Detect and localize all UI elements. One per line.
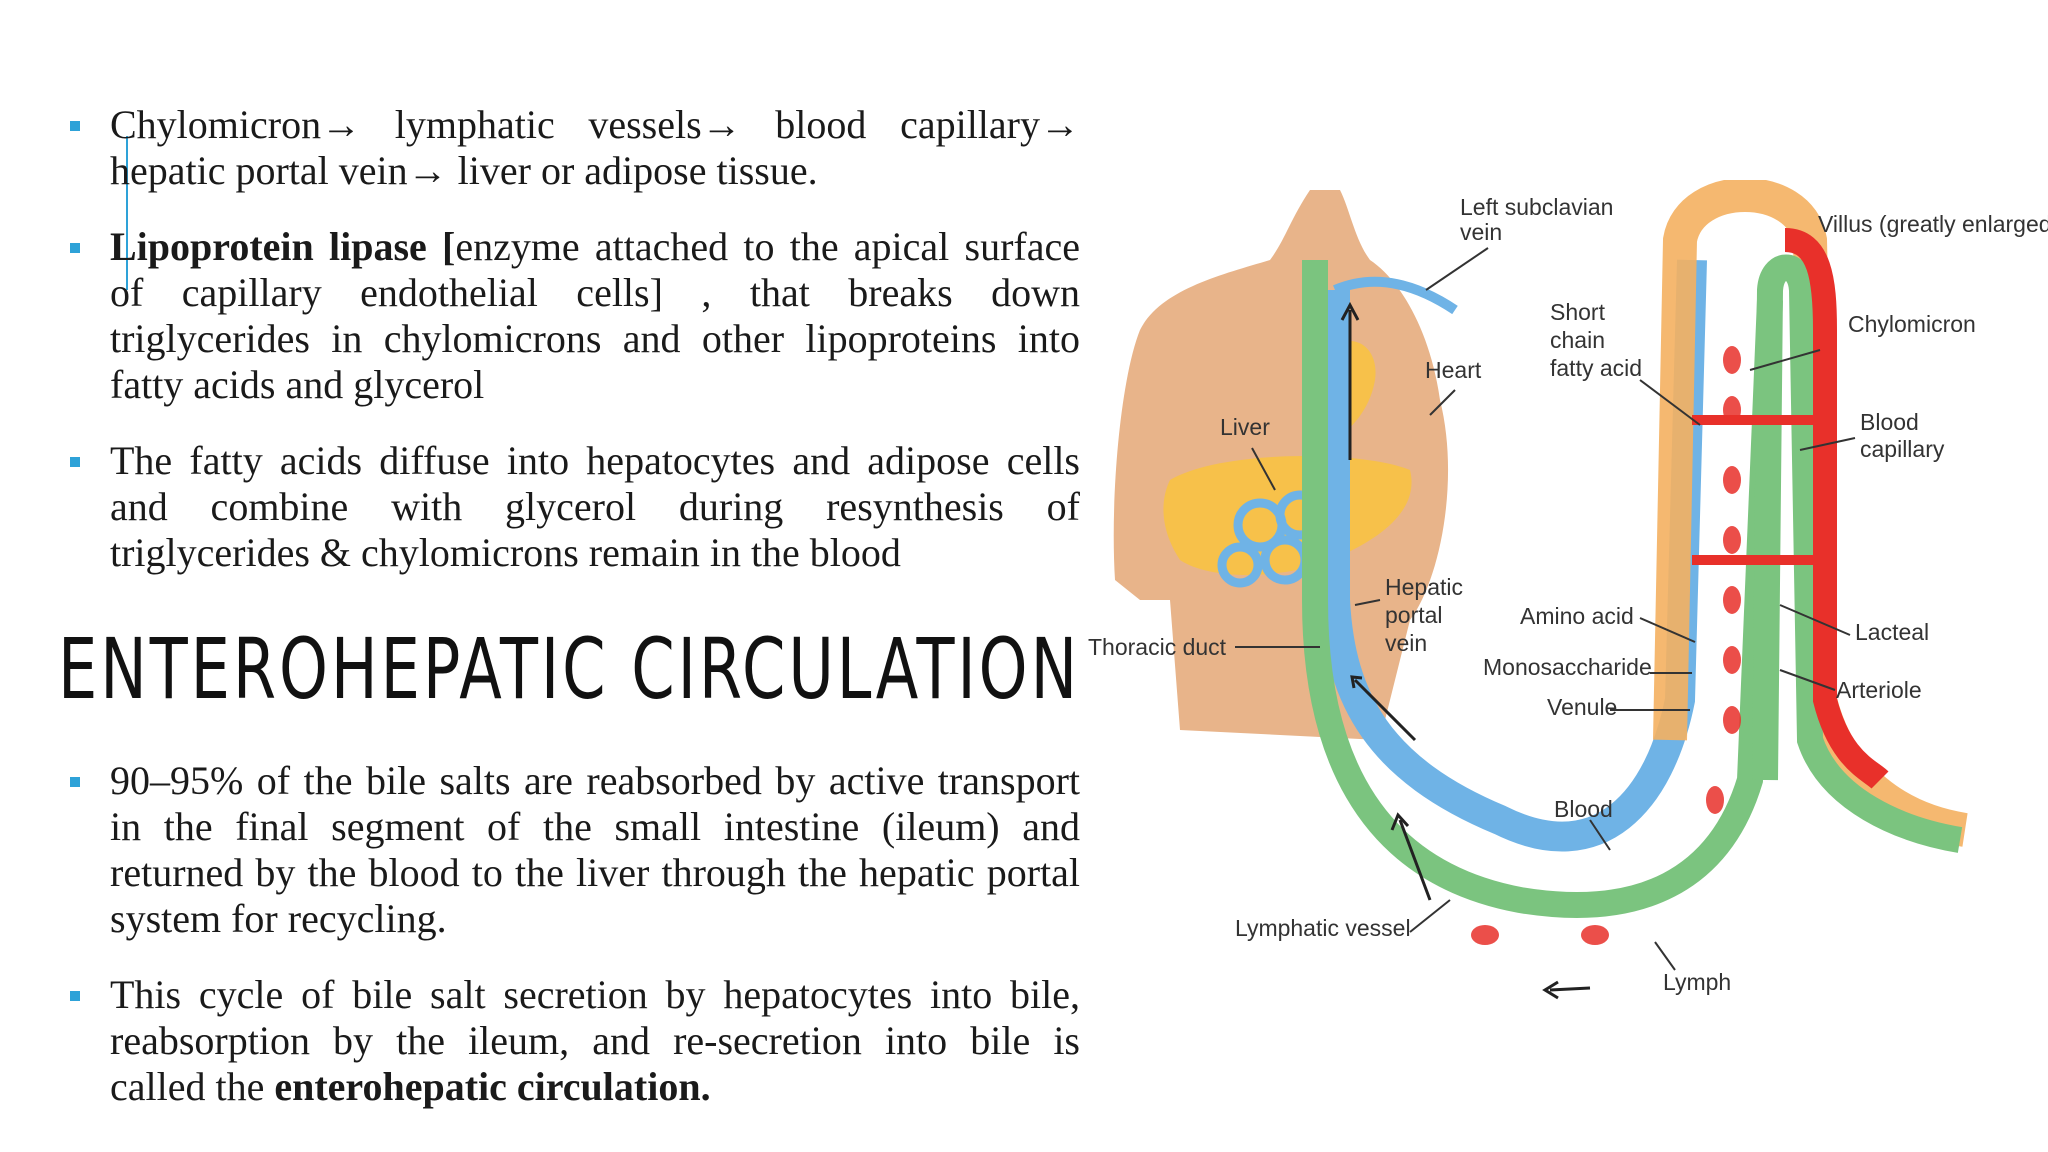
label-blood: Blood — [1554, 796, 1613, 822]
label-hepatic: Hepatic — [1385, 574, 1463, 600]
text-cursor — [126, 136, 128, 290]
label-amino-acid: Amino acid — [1520, 603, 1634, 629]
label-lymph: Lymph — [1663, 969, 1731, 995]
label-left-subclavian: Left subclavian — [1460, 194, 1613, 220]
label-lacteal: Lacteal — [1855, 619, 1929, 645]
flow-arrows — [1340, 301, 1591, 1000]
portal-vein — [1320, 259, 1707, 852]
capillary-branch — [1692, 415, 1825, 565]
label-fatty-acid: fatty acid — [1550, 355, 1642, 381]
label-heart: Heart — [1425, 357, 1482, 383]
bullet-item: Lipoprotein lipase [enzyme attached to t… — [68, 224, 1080, 408]
bullet-bold-text: enterohepatic circulation. — [274, 1064, 711, 1109]
bullet-text: Chylomicron→ lymphatic vessels→ blood ca… — [110, 102, 1080, 193]
bullet-text: This cycle of bile salt secretion by hep… — [110, 972, 1080, 1109]
bullet-text: The fatty acids diffuse into hepatocytes… — [110, 438, 1080, 575]
lymph-circulation-diagram: Left subclavian vein Villus (greatly enl… — [1088, 180, 2048, 1000]
label-villus: Villus (greatly enlarged) — [1818, 211, 2048, 237]
label-blood-capillary-2: capillary — [1860, 436, 1945, 462]
label-lymphatic-vessel: Lymphatic vessel — [1235, 915, 1411, 941]
bullet-item: Chylomicron→ lymphatic vessels→ blood ca… — [68, 102, 1080, 194]
chylomicron-cells — [1471, 346, 1741, 945]
bullet-marker — [70, 457, 80, 467]
label-blood-capillary: Blood — [1860, 409, 1919, 435]
bullet-item: 90–95% of the bile salts are reabsorbed … — [68, 758, 1080, 942]
label-thoracic-duct: Thoracic duct — [1088, 634, 1227, 660]
label-short: Short — [1550, 299, 1606, 325]
label-vein: vein — [1385, 630, 1427, 656]
label-arteriole: Arteriole — [1836, 677, 1922, 703]
label-chylomicron: Chylomicron — [1848, 311, 1976, 337]
lacteal-vessel — [1752, 254, 1963, 853]
bullet-marker — [70, 121, 80, 131]
bullet-text: enzyme attached to the apical surface of… — [110, 224, 1080, 407]
label-venule: Venule — [1547, 694, 1617, 720]
bullet-text: 90–95% of the bile salts are reabsorbed … — [110, 758, 1080, 941]
bullet-bold-text: Lipoprotein lipase [ — [110, 224, 456, 269]
bullet-item: The fatty acids diffuse into hepatocytes… — [68, 438, 1080, 576]
bullet-marker — [70, 777, 80, 787]
bullet-marker — [70, 243, 80, 253]
diagram-labels: Left subclavian vein Villus (greatly enl… — [1088, 194, 2048, 995]
label-liver: Liver — [1220, 414, 1270, 440]
section-heading: ENTEROHEPATIC CIRCULATION — [58, 620, 1081, 718]
label-monosaccharide: Monosaccharide — [1483, 654, 1652, 680]
label-leader-lines — [1235, 247, 1856, 971]
subclavian-vein — [1333, 276, 1458, 315]
bullet-item: This cycle of bile salt secretion by hep… — [68, 972, 1080, 1110]
label-chain: chain — [1550, 327, 1605, 353]
bullet-marker — [70, 991, 80, 1001]
lymphatic-vessel — [1302, 260, 1783, 918]
arteriole-vessel — [1783, 228, 1889, 790]
label-left-subclavian-2: vein — [1460, 219, 1502, 245]
label-portal: portal — [1385, 602, 1443, 628]
